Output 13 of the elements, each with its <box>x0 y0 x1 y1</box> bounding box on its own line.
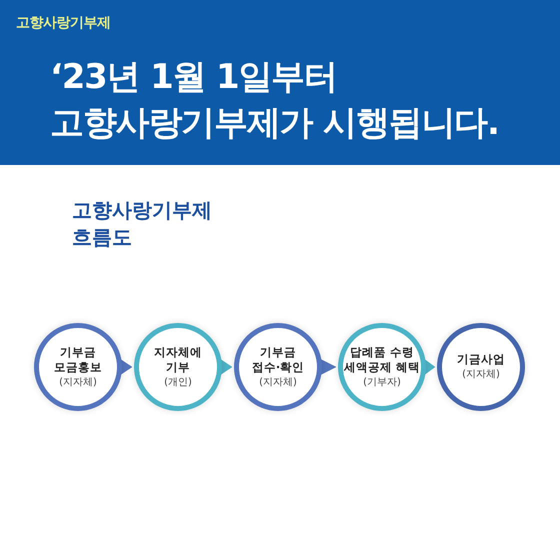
headline: ‘23년 1월 1일부터 고향사랑기부제가 시행됩니다. <box>50 56 500 145</box>
step-actor: (기부자) <box>363 376 401 390</box>
step-actor: (지자체) <box>259 376 297 390</box>
step-title: 지자체에 기부 <box>153 344 203 374</box>
step-title: 답례품 수령 세액공제 혜택 <box>344 344 420 374</box>
step-title: 기부금 모금홍보 <box>53 344 103 374</box>
step-actor: (지자체) <box>462 368 500 382</box>
step-actor: (개인) <box>164 376 192 390</box>
category-tag-text: 고향사랑기부제 <box>16 14 110 32</box>
step-title: 기부금 접수·확인 <box>250 344 306 374</box>
step-title: 기금사업 <box>457 352 505 367</box>
step-actor: (지자체) <box>59 376 97 390</box>
section-heading: 고향사랑기부제 흐름도 <box>72 197 213 251</box>
